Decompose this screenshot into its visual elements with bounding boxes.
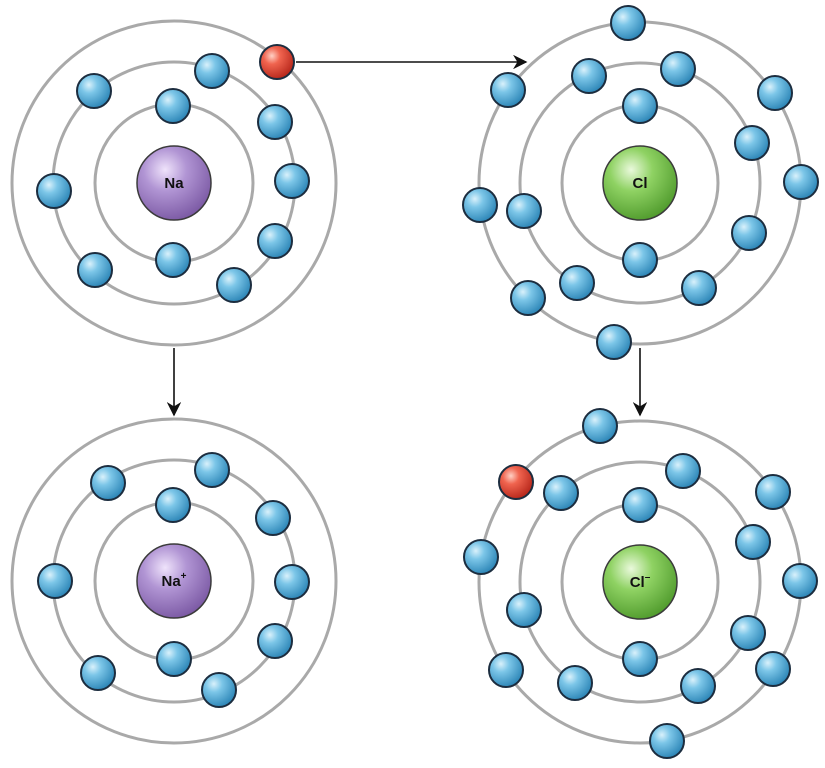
electron <box>506 592 542 628</box>
arrows <box>166 54 648 417</box>
electron <box>783 164 819 200</box>
electron <box>274 564 310 600</box>
sodium-nucleus-label: Na <box>164 175 184 192</box>
chloride-ion-shell-2 <box>518 460 762 704</box>
electron <box>257 223 293 259</box>
transferred-electron <box>259 44 295 80</box>
electron <box>194 452 230 488</box>
chloride-ion: Cl– <box>463 408 818 759</box>
electron <box>596 324 632 360</box>
chloride-ion-nucleus-label: Cl– <box>630 572 651 591</box>
electron <box>37 563 73 599</box>
chloride-ion-nucleus <box>602 544 678 620</box>
electron <box>463 539 499 575</box>
electron <box>649 723 685 759</box>
electron <box>755 651 791 687</box>
sodium-atom: Na <box>10 19 338 347</box>
chlorine-shell-2 <box>518 61 762 305</box>
electron <box>462 187 498 223</box>
electron <box>90 465 126 501</box>
electron <box>731 215 767 251</box>
electron <box>543 475 579 511</box>
electron <box>680 668 716 704</box>
sodium-ion: Na+ <box>10 417 338 745</box>
chlorine-electrons <box>462 5 819 360</box>
electron <box>660 51 696 87</box>
electron <box>255 500 291 536</box>
electron <box>755 474 791 510</box>
electron <box>557 665 593 701</box>
electron <box>735 524 771 560</box>
electron <box>194 53 230 89</box>
sodium-nucleus <box>136 145 212 221</box>
electron <box>156 641 192 677</box>
electron <box>782 563 818 599</box>
electron <box>559 265 595 301</box>
electron <box>77 252 113 288</box>
electron <box>490 72 526 108</box>
electron <box>488 652 524 688</box>
sodium-ion-nucleus <box>136 543 212 619</box>
electron <box>622 88 658 124</box>
electron <box>622 242 658 278</box>
electron <box>622 641 658 677</box>
electron <box>155 242 191 278</box>
chlorine-nucleus <box>602 145 678 221</box>
electron <box>757 75 793 111</box>
electron <box>582 408 618 444</box>
chlorine-nucleus-label: Cl <box>633 175 648 192</box>
electron <box>216 267 252 303</box>
electron <box>76 73 112 109</box>
electron <box>506 193 542 229</box>
electron <box>80 655 116 691</box>
electron <box>36 173 72 209</box>
sodium-ion-electrons <box>37 452 310 708</box>
electron <box>730 615 766 651</box>
electron <box>571 58 607 94</box>
electron <box>155 487 191 523</box>
electron <box>155 88 191 124</box>
chloride-ion-electrons <box>463 408 818 759</box>
sodium-ion-nucleus-label: Na+ <box>161 571 186 590</box>
electron <box>734 125 770 161</box>
electron <box>201 672 237 708</box>
electron <box>610 5 646 41</box>
electron <box>681 270 717 306</box>
electron <box>665 453 701 489</box>
chlorine-atom: Cl <box>462 5 819 360</box>
electron <box>257 623 293 659</box>
electron <box>510 280 546 316</box>
electron <box>274 163 310 199</box>
sodium-electrons <box>36 44 310 303</box>
electron <box>257 104 293 140</box>
sodium-shell-3 <box>10 19 338 347</box>
electron <box>622 487 658 523</box>
sodium-ion-shell-3 <box>10 417 338 745</box>
gained-electron <box>498 464 534 500</box>
